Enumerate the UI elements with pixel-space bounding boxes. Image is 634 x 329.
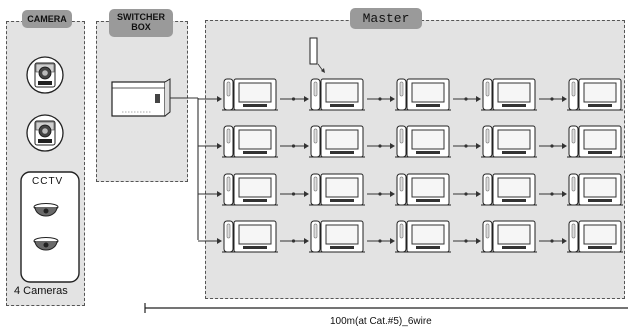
door-phone-unit [309, 37, 325, 73]
link-dot-r3-c2 [378, 192, 382, 196]
distance-label: 100m(at Cat.#5)_6wire [330, 316, 432, 327]
link-dot-r4-c3 [464, 239, 468, 243]
monitor-r3-c5 [566, 173, 624, 206]
bus-arrow-row-4 [217, 238, 222, 244]
cctv-group-frame [20, 171, 80, 283]
monitor-r3-c3 [394, 173, 452, 206]
monitor-r1-c4 [480, 78, 538, 111]
monitor-r1-c3 [394, 78, 452, 111]
link-arrow-r2-c1 [304, 143, 309, 149]
link-dot-r2-c2 [378, 144, 382, 148]
monitor-grid [221, 78, 624, 253]
link-dot-r2-c3 [464, 144, 468, 148]
bus-arrow-row-1 [217, 96, 222, 102]
monitor-r1-c1 [221, 78, 279, 111]
monitor-r2-c3 [394, 125, 452, 158]
link-dot-r3-c4 [550, 192, 554, 196]
monitor-r3-c4 [480, 173, 538, 206]
link-dot-r3-c3 [464, 192, 468, 196]
link-arrow-r1-c4 [562, 96, 567, 102]
link-arrow-r2-c2 [390, 143, 395, 149]
monitor-r2-c5 [566, 125, 624, 158]
bus-arrow-row-3 [217, 191, 222, 197]
link-dot-r1-c1 [291, 97, 296, 101]
switcher-title-text: SWITCHER BOX [117, 12, 165, 32]
link-dot-r2-c1 [291, 144, 296, 148]
monitor-r4-c5 [566, 220, 624, 253]
cctv-label: CCTV [32, 176, 64, 187]
link-arrow-r3-c2 [390, 191, 395, 197]
link-dot-r1-c3 [464, 97, 468, 101]
monitor-r3-c1 [221, 173, 279, 206]
link-dot-r3-c1 [291, 192, 296, 196]
link-arrow-r1-c2 [390, 96, 395, 102]
link-dot-r4-c1 [291, 239, 296, 243]
camera-count-label: 4 Cameras [14, 285, 68, 297]
link-dot-r1-c4 [550, 97, 554, 101]
distance-scale [144, 303, 628, 313]
switcher-panel-title: SWITCHER BOX [109, 9, 173, 37]
link-arrow-r3-c3 [476, 191, 481, 197]
link-dot-r1-c2 [378, 97, 382, 101]
link-arrow-r3-c1 [304, 191, 309, 197]
link-dot-r4-c4 [550, 239, 554, 243]
link-arrow-r2-c4 [562, 143, 567, 149]
ip-camera-1 [26, 56, 64, 94]
monitor-r2-c4 [480, 125, 538, 158]
link-arrow-r1-c1 [304, 96, 309, 102]
monitor-r1-c2 [308, 78, 366, 111]
monitor-r2-c2 [308, 125, 366, 158]
link-dot-r4-c2 [378, 239, 382, 243]
monitor-r4-c2 [308, 220, 366, 253]
bus-arrow-row-2 [217, 143, 222, 149]
link-arrow-r3-c4 [562, 191, 567, 197]
monitor-r4-c3 [394, 220, 452, 253]
monitor-r1-c5 [566, 78, 624, 111]
master-panel [205, 20, 625, 299]
master-panel-title: Master [350, 8, 422, 29]
camera-panel-title: CAMERA [22, 10, 72, 28]
wiring [170, 96, 567, 244]
monitor-r4-c1 [221, 220, 279, 253]
switcher-box-device [111, 78, 171, 117]
ip-camera-2 [26, 114, 64, 152]
link-arrow-r4-c4 [562, 238, 567, 244]
monitor-r3-c2 [308, 173, 366, 206]
link-dot-r2-c4 [550, 144, 554, 148]
link-arrow-r4-c1 [304, 238, 309, 244]
link-arrow-r1-c3 [476, 96, 481, 102]
monitor-r4-c4 [480, 220, 538, 253]
link-arrow-r4-c3 [476, 238, 481, 244]
link-arrow-r4-c2 [390, 238, 395, 244]
monitor-r2-c1 [221, 125, 279, 158]
link-arrow-r2-c3 [476, 143, 481, 149]
